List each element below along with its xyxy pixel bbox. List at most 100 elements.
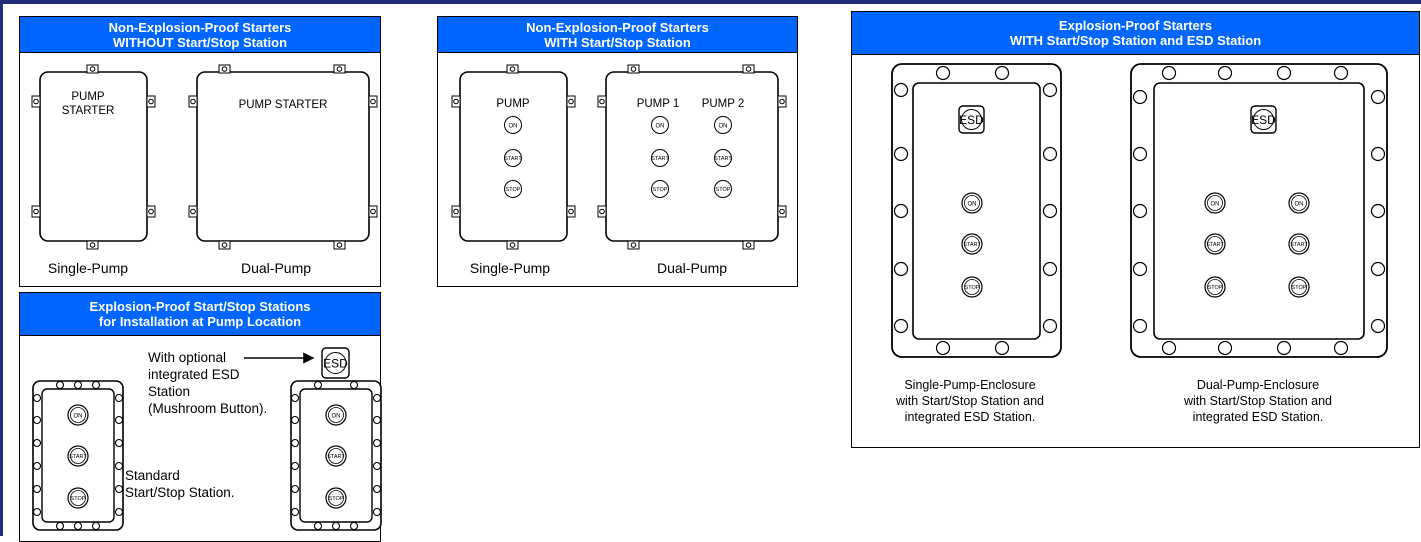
- start-button: START: [67, 445, 89, 467]
- caption-single-pump: Single-Pump: [48, 260, 128, 276]
- panel-header: Explosion-Proof Starters WITH Start/Stop…: [852, 12, 1419, 55]
- starter-label: PUMP STARTER: [239, 99, 328, 111]
- caption-dual-pump: Dual-Pump: [241, 260, 311, 276]
- stop-button: STOP: [325, 487, 347, 509]
- station-bolts: [32, 380, 124, 531]
- esd-button: ESD: [1250, 105, 1277, 134]
- on-button: ON: [504, 116, 522, 134]
- top-border: [0, 0, 1421, 4]
- esd-button: ESD: [958, 105, 985, 134]
- stop-button: STOP: [504, 180, 522, 198]
- svg-text:STOP: STOP: [965, 285, 980, 291]
- start-button: START: [325, 445, 347, 467]
- panel-title-line-1: Non-Explosion-Proof Starters: [108, 20, 292, 35]
- svg-text:START: START: [651, 156, 669, 162]
- svg-text:with Start/Stop Station and: with Start/Stop Station and: [895, 394, 1044, 408]
- on-button: ON: [325, 404, 347, 426]
- panel-title-line-1: Explosion-Proof Starters: [1058, 18, 1213, 33]
- svg-text:STOP: STOP: [716, 187, 731, 193]
- single-pump-starter: PUMP STARTER: [31, 64, 156, 250]
- on-button: ON: [651, 116, 669, 134]
- svg-text:ON: ON: [656, 124, 665, 130]
- dual-pump-starter: PUMP STARTER: [188, 64, 378, 250]
- enclosure-bolts: [1132, 65, 1386, 356]
- svg-text:STOP: STOP: [1208, 285, 1223, 291]
- panel-title-line-2: WITH Start/Stop Station and ESD Station: [1009, 33, 1262, 48]
- note-standard-station: Standard Start/Stop Station.: [125, 468, 235, 500]
- svg-text:ON: ON: [509, 124, 518, 130]
- panel-title-line-2: for Installation at Pump Location: [98, 314, 302, 329]
- svg-text:STOP: STOP: [506, 187, 521, 193]
- start-button: START: [961, 233, 983, 255]
- panel-title-line-1: Non-Explosion-Proof Starters: [526, 20, 709, 35]
- start-button: START: [651, 149, 669, 167]
- panel-header: Explosion-Proof Start/Stop Stations for …: [20, 293, 380, 336]
- on-button: ON: [1204, 192, 1226, 214]
- svg-text:with Start/Stop Station and: with Start/Stop Station and: [1183, 394, 1332, 408]
- panel-header: Non-Explosion-Proof Starters WITHOUT Sta…: [20, 17, 380, 53]
- svg-text:STOP: STOP: [329, 496, 344, 502]
- stop-button: STOP: [67, 487, 89, 509]
- pump-2-label: PUMP 2: [702, 98, 745, 110]
- mounting-tab: [146, 95, 156, 108]
- start-button: START: [1204, 233, 1226, 255]
- station-bolts: [290, 380, 382, 531]
- standard-start-stop-station: ON START STOP: [32, 380, 124, 531]
- dual-pump-ex-enclosure: ESD ON START STOP ON START STOP: [1130, 63, 1388, 358]
- svg-text:ON: ON: [1211, 202, 1220, 208]
- svg-text:Dual-Pump-Enclosure: Dual-Pump-Enclosure: [1197, 378, 1319, 392]
- mounting-tab: [86, 240, 99, 250]
- svg-text:ESD: ESD: [323, 357, 348, 371]
- on-button: ON: [1288, 192, 1310, 214]
- svg-text:integrated ESD Station.: integrated ESD Station.: [905, 410, 1036, 424]
- stop-button: STOP: [714, 180, 732, 198]
- mounting-tab: [31, 95, 41, 108]
- single-pump-starter-with-station: PUMP ON START STOP: [451, 64, 576, 250]
- svg-text:integrated ESD Station.: integrated ESD Station.: [1193, 410, 1324, 424]
- svg-text:Station: Station: [148, 384, 190, 399]
- stop-button: STOP: [651, 180, 669, 198]
- svg-text:START: START: [504, 156, 522, 162]
- svg-text:Start/Stop Station.: Start/Stop Station.: [125, 485, 235, 500]
- svg-text:ESD: ESD: [959, 113, 984, 127]
- svg-text:ON: ON: [968, 202, 977, 208]
- caption-dual-enclosure: Dual-Pump-Enclosure with Start/Stop Stat…: [1183, 378, 1332, 424]
- on-button: ON: [67, 404, 89, 426]
- start-stop-station-with-esd: ESD ON START STOP: [290, 347, 382, 531]
- svg-text:START: START: [69, 454, 87, 460]
- svg-text:STOP: STOP: [71, 496, 86, 502]
- on-button: ON: [714, 116, 732, 134]
- stop-button: STOP: [1288, 276, 1310, 298]
- svg-text:START: START: [963, 242, 981, 248]
- svg-text:START: START: [1290, 242, 1308, 248]
- svg-text:START: START: [714, 156, 732, 162]
- left-border: [0, 0, 3, 536]
- panel-title-line-1: Explosion-Proof Start/Stop Stations: [89, 299, 311, 314]
- starter-label-line-2: STARTER: [62, 105, 115, 117]
- single-pump-ex-enclosure: ESD ON START STOP: [891, 63, 1062, 358]
- caption-dual-pump: Dual-Pump: [657, 260, 727, 276]
- svg-text:START: START: [327, 454, 345, 460]
- mounting-tab: [146, 205, 156, 218]
- start-button: START: [504, 149, 522, 167]
- svg-text:ON: ON: [1295, 202, 1304, 208]
- starter-label-line-1: PUMP: [71, 91, 105, 103]
- on-button: ON: [961, 192, 983, 214]
- svg-text:ON: ON: [332, 414, 341, 420]
- svg-text:ON: ON: [74, 414, 83, 420]
- pump-1-label: PUMP 1: [637, 98, 680, 110]
- stop-button: STOP: [1204, 276, 1226, 298]
- esd-button: ESD: [321, 347, 350, 379]
- svg-text:(Mushroom Button).: (Mushroom Button).: [148, 401, 267, 416]
- svg-text:Single-Pump-Enclosure: Single-Pump-Enclosure: [904, 378, 1035, 392]
- mounting-tab: [31, 205, 41, 218]
- svg-text:STOP: STOP: [653, 187, 668, 193]
- panel-title-line-2: WITHOUT Start/Stop Station: [112, 35, 288, 50]
- svg-text:With optional: With optional: [148, 350, 226, 365]
- caption-single-pump: Single-Pump: [470, 260, 550, 276]
- start-button: START: [714, 149, 732, 167]
- stop-button: STOP: [961, 276, 983, 298]
- svg-text:ESD: ESD: [1251, 113, 1276, 127]
- panel-header: Non-Explosion-Proof Starters WITH Start/…: [438, 17, 797, 53]
